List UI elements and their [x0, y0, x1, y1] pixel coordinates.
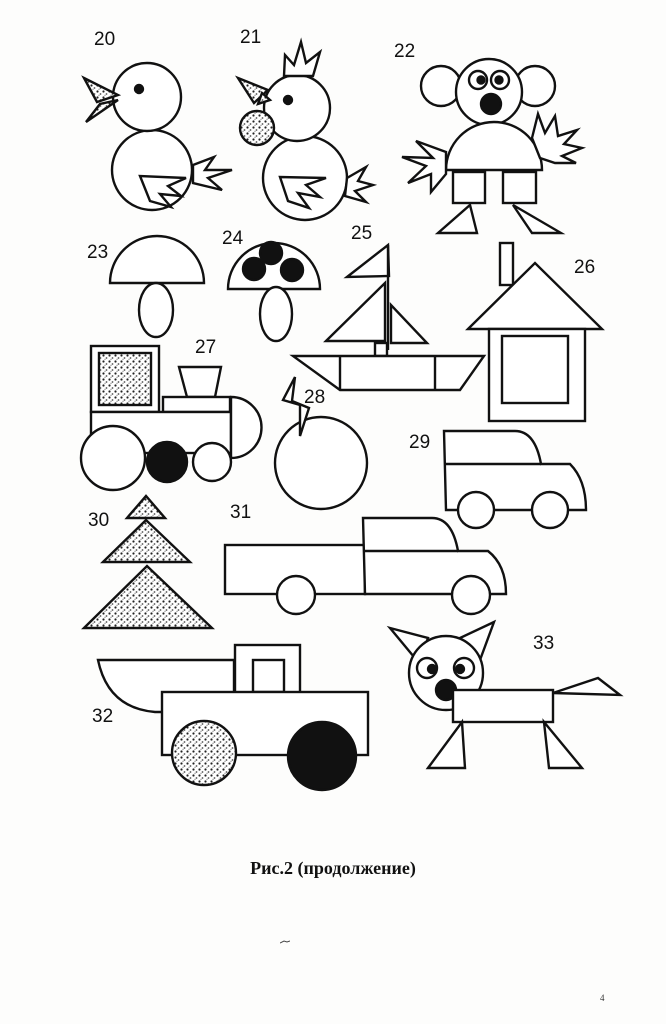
fox-leg-left	[425, 718, 467, 770]
locomotive-chimney	[177, 365, 223, 399]
bear-foot-right	[512, 203, 566, 235]
figure-number: 26	[574, 257, 596, 278]
scan-speck	[280, 940, 290, 944]
cockerel-wing	[278, 175, 327, 211]
figure-21-cockerel	[234, 37, 378, 222]
figure-29-car	[442, 429, 588, 530]
page-number: 4	[600, 993, 605, 1003]
sailboat-hull	[289, 354, 487, 392]
figure-24-spotted-mushroom	[226, 240, 322, 343]
figure-number: 23	[87, 242, 109, 263]
duckling-tail	[191, 154, 233, 192]
bear-paw-left	[401, 139, 448, 196]
fir-tree-tier-middle	[100, 518, 193, 564]
dump-truck-cab-window	[251, 658, 286, 694]
figure-30-fir-tree	[81, 494, 215, 630]
sailboat-sail-left	[323, 280, 387, 343]
bear-foot-left	[434, 202, 479, 235]
figure-number: 33	[533, 633, 555, 654]
fox-leg-right	[542, 718, 585, 770]
house-chimney	[498, 241, 515, 287]
figure-28-apple	[273, 376, 369, 511]
figure-33-fox	[386, 619, 624, 770]
duckling-beak-bottom	[85, 98, 119, 123]
house-window	[500, 334, 570, 405]
locomotive-cab-window	[97, 351, 153, 407]
mushroom-cap	[108, 234, 206, 285]
bear-body	[444, 120, 544, 172]
figure-number: 32	[92, 706, 114, 727]
car-body	[442, 429, 588, 512]
spotted-mushroom-spot-3	[279, 257, 305, 283]
figure-20-duckling	[81, 61, 233, 212]
bear-leg-right	[501, 170, 538, 205]
figure-27-locomotive	[79, 344, 263, 492]
figure-number: 29	[409, 432, 431, 453]
bear-leg-left	[451, 170, 487, 205]
cockerel-beak-bottom	[256, 90, 273, 106]
car-wheel-front	[530, 490, 570, 530]
locomotive-wheel-big	[79, 424, 147, 492]
apple-leaf	[281, 376, 311, 437]
apple-body	[273, 415, 369, 511]
locomotive-wheel-small	[191, 441, 233, 483]
figure-number: 25	[351, 223, 373, 244]
cockerel-wattle	[238, 109, 276, 147]
truck-wheel-rear	[275, 574, 317, 616]
spotted-mushroom-spot-1	[241, 256, 267, 282]
spotted-mushroom-stem	[258, 285, 294, 343]
figure-number: 24	[222, 228, 244, 249]
fox-pupil-left	[426, 663, 438, 675]
figure-32-dump-truck	[96, 643, 370, 792]
duckling-wing	[138, 174, 187, 210]
figure-number: 21	[240, 27, 262, 48]
locomotive-wheel-black	[145, 440, 189, 484]
mushroom-stem	[137, 281, 175, 339]
fox-body	[451, 688, 555, 724]
duckling-beak-top	[81, 75, 122, 104]
figure-25-sailboat	[289, 242, 487, 392]
figure-number: 27	[195, 337, 217, 358]
figure-22-bear	[401, 57, 587, 235]
cockerel-comb	[282, 37, 323, 78]
bear-pupil-left	[476, 75, 486, 85]
fox-tail	[552, 676, 624, 697]
figure-31-truck	[223, 516, 508, 616]
figure-number: 22	[394, 41, 416, 62]
figure-number: 30	[88, 510, 110, 531]
bear-head	[454, 57, 524, 127]
bear-ear-left	[419, 64, 463, 108]
figure-caption: Рис.2 (продолжение)	[250, 858, 416, 878]
locomotive-dome	[161, 395, 232, 414]
truck-wheel-front	[450, 574, 492, 616]
cockerel-tail	[343, 163, 378, 205]
figure-23-mushroom	[108, 234, 206, 339]
figure-number: 28	[304, 387, 326, 408]
duckling-head	[111, 61, 183, 133]
duckling-eye	[133, 83, 145, 95]
dump-truck-wheel-rear	[170, 719, 238, 787]
figure-number: 20	[94, 29, 116, 50]
locomotive-front	[229, 395, 263, 460]
dump-truck-wheel-front	[286, 720, 358, 792]
fox-pupil-right	[454, 663, 466, 675]
bear-paw-right	[530, 109, 587, 165]
sailboat-mast-base	[373, 341, 389, 358]
cockerel-eye	[282, 94, 294, 106]
car-wheel-rear	[456, 490, 496, 530]
bear-pupil-right	[494, 75, 504, 85]
figure-number: 31	[230, 502, 252, 523]
fir-tree-tier-top	[124, 494, 168, 520]
bear-mouth	[479, 92, 503, 116]
figure-26-house	[465, 241, 605, 423]
sailboat-flag	[343, 242, 391, 279]
fir-tree-tier-bottom	[81, 564, 215, 630]
spotted-mushroom-spot-2	[258, 240, 284, 266]
sailboat-sail-right	[389, 301, 430, 345]
